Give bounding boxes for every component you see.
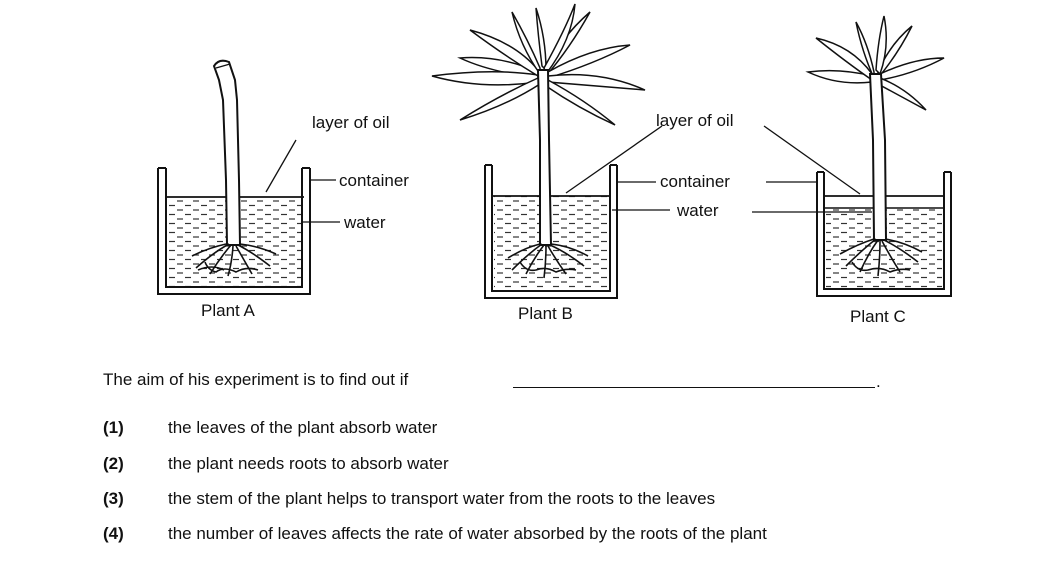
stem-c bbox=[868, 73, 888, 241]
blank-period: . bbox=[876, 372, 881, 391]
option-3-text: the stem of the plant helps to transport… bbox=[168, 489, 716, 508]
option-1-text: the leaves of the plant absorb water bbox=[168, 418, 438, 437]
roots-a bbox=[191, 243, 277, 277]
plant-c-label: Plant C bbox=[850, 307, 906, 326]
container-label-a: container bbox=[339, 171, 409, 190]
cut-stem-a bbox=[212, 59, 242, 246]
plant-b bbox=[431, 3, 646, 299]
plant-a-label: Plant A bbox=[201, 301, 256, 320]
oil-label-a: layer of oil bbox=[312, 113, 389, 132]
roots-b bbox=[507, 243, 589, 279]
option-3-number: (3) bbox=[103, 489, 124, 508]
water-label-a: water bbox=[343, 213, 386, 232]
leaves-b bbox=[431, 3, 646, 126]
leader-lines bbox=[265, 125, 872, 223]
experiment-diagram: layer of oil container water layer of oi… bbox=[157, 3, 952, 326]
option-2-text: the plant needs roots to absorb water bbox=[168, 454, 449, 473]
leaves-c bbox=[805, 15, 945, 111]
option-4-text: the number of leaves affects the rate of… bbox=[168, 524, 767, 543]
option-1-number: (1) bbox=[103, 418, 124, 437]
plant-b-label: Plant B bbox=[518, 304, 573, 323]
option-4-number: (4) bbox=[103, 524, 124, 543]
roots-c bbox=[839, 238, 923, 277]
plant-a bbox=[157, 59, 311, 295]
question-stem: The aim of his experiment is to find out… bbox=[103, 370, 409, 389]
option-2-number: (2) bbox=[103, 454, 124, 473]
water-label-b: water bbox=[676, 201, 719, 220]
container-label-b: container bbox=[660, 172, 730, 191]
oil-label-b: layer of oil bbox=[656, 111, 733, 130]
stem-b bbox=[536, 69, 553, 246]
answer-blank bbox=[513, 387, 875, 388]
plant-c bbox=[805, 15, 952, 297]
